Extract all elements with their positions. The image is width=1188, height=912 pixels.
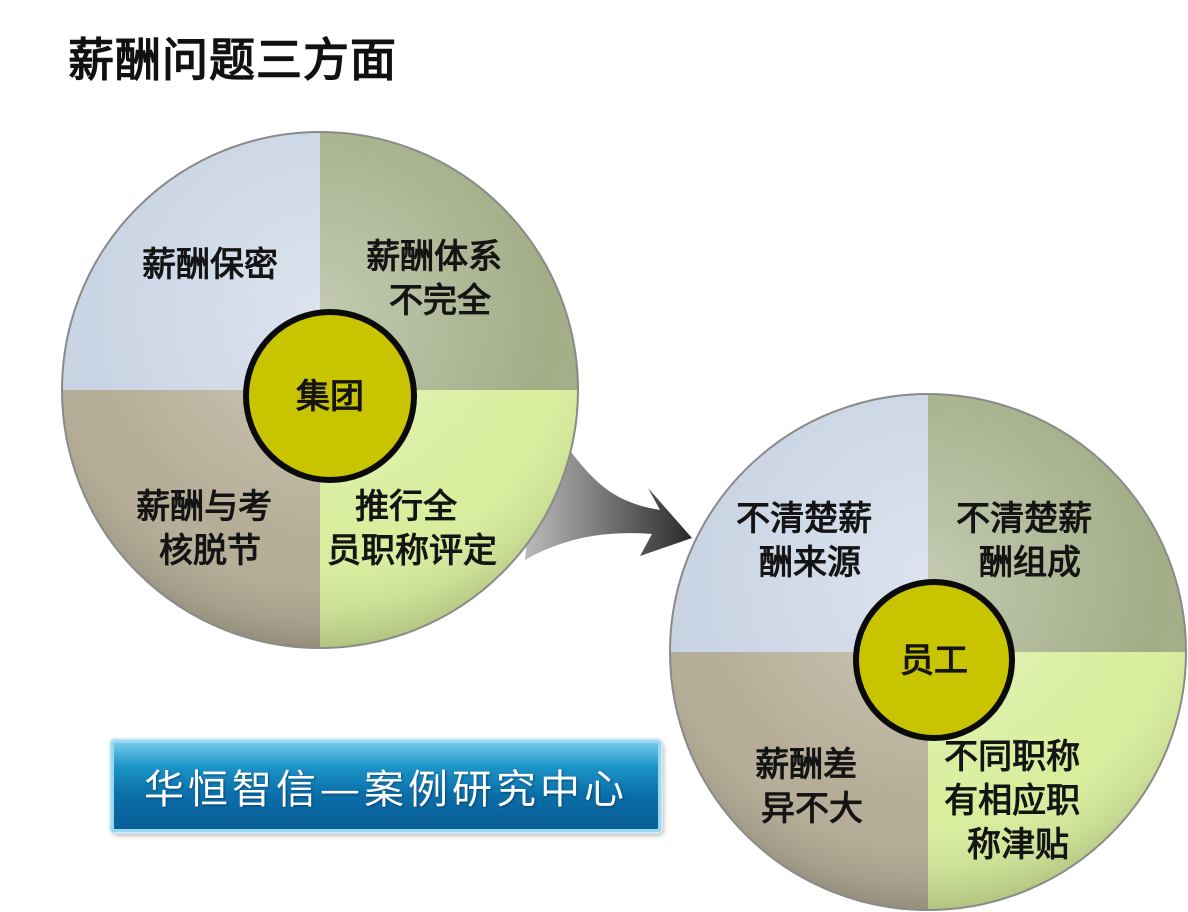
left-text-top-right: 薪酬体系 不完全 bbox=[366, 237, 514, 321]
right-text-top-right: 不清楚薪 酬组成 bbox=[956, 499, 1104, 583]
left-text-bottom-left: 薪酬与考 核脱节 bbox=[136, 487, 284, 571]
right-center-circle bbox=[853, 579, 1015, 741]
right-text-top-left: 不清楚薪 酬来源 bbox=[736, 499, 884, 583]
badge-label: 华恒智信—案例研究中心 bbox=[144, 767, 628, 813]
right-circle: 不清楚薪 酬来源 不清楚薪 酬组成 薪酬差 异不大 不同职称 有相应职 称津贴 … bbox=[669, 393, 1187, 911]
right-text-bottom-right: 不同职称 有相应职 称津贴 bbox=[944, 737, 1092, 865]
right-text-bottom-left: 薪酬差 异不大 bbox=[755, 745, 869, 829]
case-center-badge: 华恒智信—案例研究中心 bbox=[111, 740, 661, 832]
page-title: 薪酬问题三方面 bbox=[68, 33, 397, 87]
left-center-circle bbox=[243, 309, 417, 483]
right-center-label: 员工 bbox=[900, 641, 968, 681]
left-text-top-left: 薪酬保密 bbox=[142, 245, 278, 285]
left-text-bottom-right: 推行全 员职称评定 bbox=[327, 487, 497, 571]
left-center-label: 集团 bbox=[295, 377, 364, 417]
left-circle: 薪酬保密 薪酬体系 不完全 薪酬与考 核脱节 推行全 员职称评定 集团 bbox=[61, 131, 579, 649]
